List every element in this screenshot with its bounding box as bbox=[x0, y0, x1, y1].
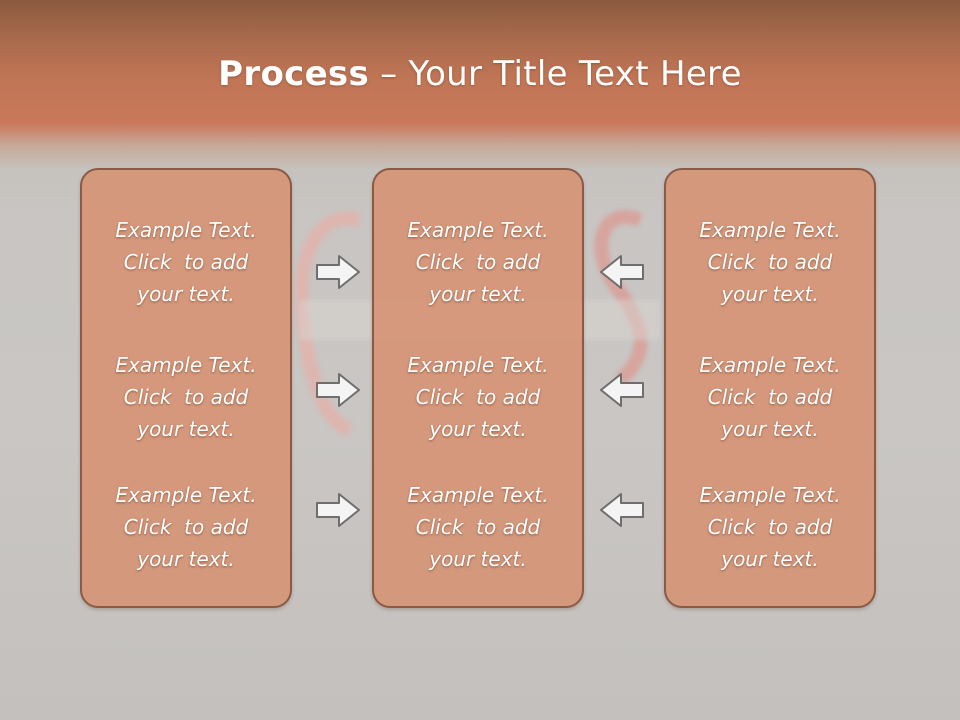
text-line: your text. bbox=[721, 417, 819, 441]
text-line: Example Text. bbox=[115, 483, 257, 507]
text-line: your text. bbox=[137, 417, 235, 441]
text-placeholder[interactable]: Example Text. Click to add your text. bbox=[82, 214, 290, 314]
text-placeholder[interactable]: Example Text. Click to add your text. bbox=[374, 214, 582, 314]
text-line: Example Text. bbox=[699, 353, 841, 377]
title-rest: Your Title Text Here bbox=[408, 54, 742, 94]
arrow-right-icon bbox=[316, 373, 360, 407]
text-line: Click to add bbox=[707, 250, 833, 274]
text-line: Click to add bbox=[707, 515, 833, 539]
text-placeholder[interactable]: Example Text. Click to add your text. bbox=[666, 214, 874, 314]
text-line: your text. bbox=[721, 547, 819, 571]
text-line: Example Text. bbox=[699, 483, 841, 507]
arrow-right-icon bbox=[316, 493, 360, 527]
title-bold: Process bbox=[218, 54, 370, 94]
text-line: Click to add bbox=[123, 250, 249, 274]
text-placeholder[interactable]: Example Text. Click to add your text. bbox=[374, 349, 582, 449]
text-placeholder[interactable]: Example Text. Click to add your text. bbox=[82, 479, 290, 579]
slide-title[interactable]: Process – Your Title Text Here bbox=[0, 54, 960, 94]
text-line: Click to add bbox=[415, 515, 541, 539]
text-line: your text. bbox=[137, 547, 235, 571]
arrow-left-icon bbox=[600, 493, 644, 527]
text-line: Click to add bbox=[123, 385, 249, 409]
text-line: your text. bbox=[721, 282, 819, 306]
header-band bbox=[0, 0, 960, 170]
text-line: Example Text. bbox=[407, 483, 549, 507]
text-line: Click to add bbox=[707, 385, 833, 409]
text-line: Click to add bbox=[123, 515, 249, 539]
process-box-left[interactable]: Example Text. Click to add your text. Ex… bbox=[80, 168, 292, 608]
process-box-center[interactable]: Example Text. Click to add your text. Ex… bbox=[372, 168, 584, 608]
text-line: your text. bbox=[429, 547, 527, 571]
text-line: Example Text. bbox=[407, 218, 549, 242]
text-line: Example Text. bbox=[407, 353, 549, 377]
text-line: your text. bbox=[137, 282, 235, 306]
text-line: Example Text. bbox=[115, 353, 257, 377]
text-line: Click to add bbox=[415, 250, 541, 274]
arrow-left-icon bbox=[600, 255, 644, 289]
text-line: your text. bbox=[429, 417, 527, 441]
text-placeholder[interactable]: Example Text. Click to add your text. bbox=[374, 479, 582, 579]
arrow-right-icon bbox=[316, 255, 360, 289]
text-placeholder[interactable]: Example Text. Click to add your text. bbox=[666, 349, 874, 449]
text-placeholder[interactable]: Example Text. Click to add your text. bbox=[82, 349, 290, 449]
text-line: your text. bbox=[429, 282, 527, 306]
title-separator: – bbox=[369, 54, 409, 94]
text-placeholder[interactable]: Example Text. Click to add your text. bbox=[666, 479, 874, 579]
process-box-right[interactable]: Example Text. Click to add your text. Ex… bbox=[664, 168, 876, 608]
text-line: Example Text. bbox=[115, 218, 257, 242]
arrow-left-icon bbox=[600, 373, 644, 407]
text-line: Example Text. bbox=[699, 218, 841, 242]
text-line: Click to add bbox=[415, 385, 541, 409]
